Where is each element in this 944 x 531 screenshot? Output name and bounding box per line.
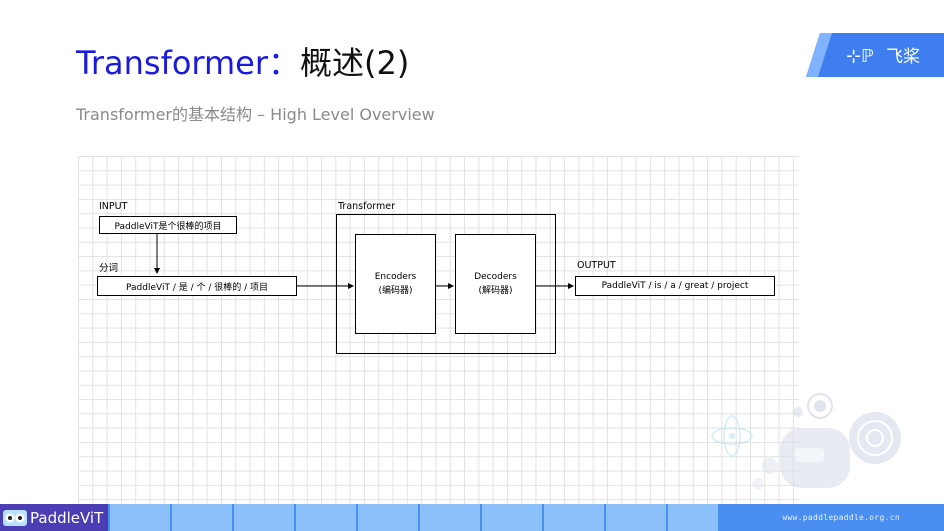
decoders-line1: Decoders	[474, 272, 517, 282]
input-box: PaddleViT是个很棒的项目	[99, 216, 237, 234]
title-chinese: 概述(2)	[300, 44, 410, 82]
footer-url[interactable]: www.paddlepaddle.org.cn	[782, 513, 900, 522]
logo-text: 飞桨	[886, 47, 920, 67]
paddle-logo-icon: ⊹ℙ 飞桨	[806, 33, 944, 77]
input-text: PaddleViT是个很棒的项目	[114, 221, 222, 232]
title-separator: ：	[268, 44, 301, 82]
footer-brand-text: PaddleViT	[30, 508, 104, 527]
slide-title: Transformer：概述(2)	[76, 38, 409, 84]
robot-decoration-icon	[711, 393, 901, 490]
decoders-box: Decoders (解码器)	[455, 234, 536, 334]
tokens-text: PaddleViT / 是 / 个 / 很棒的 / 项目	[126, 282, 268, 293]
tokenize-label: 分词	[99, 263, 119, 274]
encoders-line2: (编码器)	[378, 286, 413, 296]
output-label: OUTPUT	[577, 260, 616, 271]
title-english: Transformer	[76, 44, 269, 82]
encoders-line1: Encoders	[374, 272, 417, 282]
paddlepaddle-logo: ⊹ℙ 飞桨	[806, 33, 944, 77]
transformer-label: Transformer	[338, 201, 396, 212]
footer-bar	[0, 504, 944, 531]
diagram-grid	[78, 156, 799, 506]
input-label: INPUT	[99, 201, 128, 212]
encoders-box: Encoders (编码器)	[355, 234, 436, 334]
output-text: PaddleViT / is / a / great / project	[601, 281, 749, 291]
tokens-box: PaddleViT / 是 / 个 / 很棒的 / 项目	[97, 276, 297, 296]
output-box: PaddleViT / is / a / great / project	[575, 276, 775, 296]
slide-subtitle: Transformer的基本结构 – High Level Overview	[76, 105, 435, 124]
footer-brand: PaddleViT	[0, 504, 108, 531]
paddlevit-logo-icon	[3, 509, 27, 526]
decoders-line2: (解码器)	[478, 286, 513, 296]
transformer-box	[336, 214, 556, 354]
svg-text:⊹ℙ: ⊹ℙ	[846, 46, 874, 67]
